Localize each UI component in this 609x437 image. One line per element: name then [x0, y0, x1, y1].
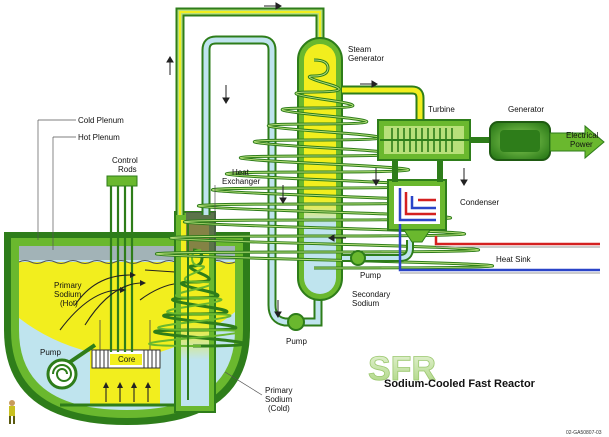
primary-pump	[46, 343, 97, 390]
secondary-hot-pipe	[175, 7, 325, 215]
secondary-loop-pump-label: Pump	[286, 337, 307, 346]
labels: Cold Plenum Hot Plenum Control Rods Heat…	[38, 45, 599, 413]
steam-generator-label-line1: Steam	[348, 45, 371, 54]
primary-pump-label: Pump	[40, 348, 61, 357]
electrical-power-label-line1: Electrical	[566, 131, 599, 140]
steam-generator-label-line2: Generator	[348, 54, 384, 63]
primary-cold-label-line1: Primary	[265, 386, 293, 395]
condenser	[387, 179, 447, 243]
sfr-logo-text: SFR	[368, 350, 436, 388]
diagram-title: Sodium-Cooled Fast Reactor	[384, 378, 536, 390]
heat-exchanger-label-line1: Heat	[232, 168, 250, 177]
primary-hot-label-line2: Sodium	[54, 290, 81, 299]
steam-generator	[155, 37, 494, 301]
secondary-loop-pump	[287, 313, 305, 331]
primary-hot-label-line3: (Hot)	[60, 299, 78, 308]
pipe-flow-arrows	[166, 2, 468, 318]
figure-code: 02-GA50807-03	[566, 430, 602, 436]
feedwater-pump	[350, 250, 366, 266]
secondary-sodium-label-line1: Secondary	[352, 290, 390, 299]
electrical-power-arrow	[549, 124, 605, 160]
cold-plenum-label: Cold Plenum	[78, 116, 124, 125]
core-label: Core	[118, 355, 136, 364]
hot-plenum-label: Hot Plenum	[78, 133, 120, 142]
generator-label: Generator	[508, 105, 544, 114]
condenser-label: Condenser	[460, 198, 499, 207]
secondary-sodium-label-line2: Sodium	[352, 299, 379, 308]
primary-cold-label-line3: (Cold)	[268, 404, 290, 413]
generator	[489, 121, 551, 161]
person-figure	[9, 400, 15, 424]
turbine-exhaust	[392, 160, 443, 182]
control-rod-drive	[106, 175, 138, 187]
heat-sink-lines	[398, 224, 600, 274]
turbine	[377, 119, 471, 161]
heat-sink-label: Heat Sink	[496, 255, 532, 264]
electrical-power-label-line2: Power	[570, 140, 593, 149]
turbine-label: Turbine	[428, 105, 455, 114]
control-rods-label-line2: Rods	[118, 165, 137, 174]
reactor-core	[91, 320, 161, 369]
primary-cold-label-line2: Sodium	[265, 395, 292, 404]
steam-pipe	[342, 85, 425, 120]
feedwater-pump-label: Pump	[360, 271, 381, 280]
primary-hot-label-line1: Primary	[54, 281, 82, 290]
heat-exchanger-label-line2: Exchanger	[222, 177, 261, 186]
control-rods-label-line1: Control	[112, 156, 138, 165]
sfr-logo: SFR	[368, 350, 437, 389]
control-rods	[109, 178, 134, 352]
